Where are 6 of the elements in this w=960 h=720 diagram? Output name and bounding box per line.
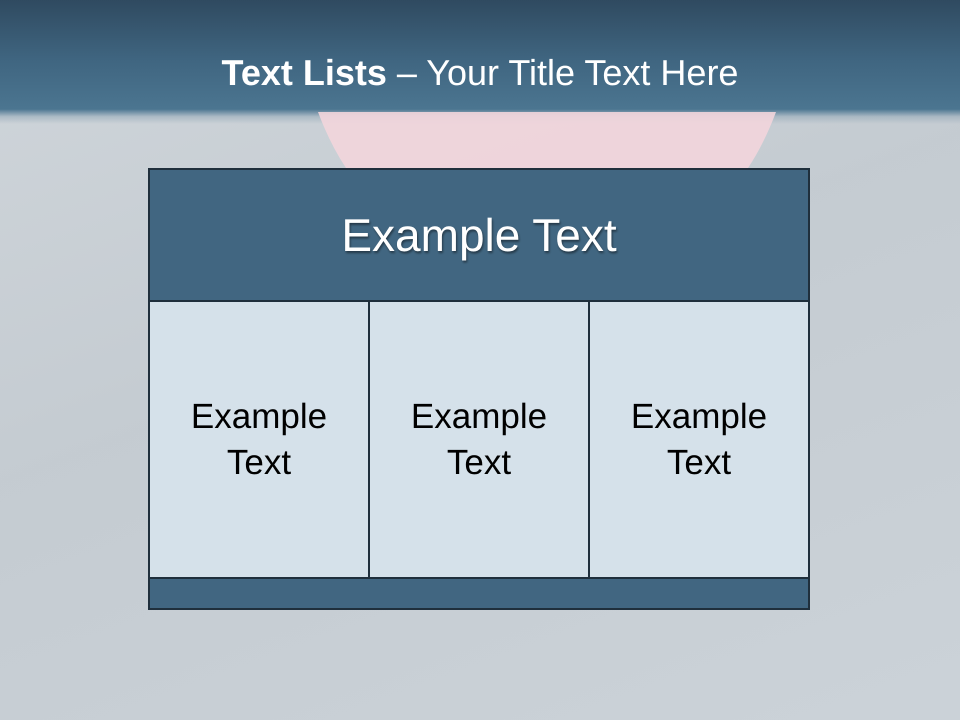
footer-bar <box>148 577 810 610</box>
text-panel: Example Text <box>588 300 810 579</box>
text-panel: Example Text <box>368 300 590 579</box>
text-panel: Example Text <box>148 300 370 579</box>
header-panel: Example Text <box>148 168 810 302</box>
slide-title: Text Lists – Your Title Text Here <box>222 52 738 93</box>
